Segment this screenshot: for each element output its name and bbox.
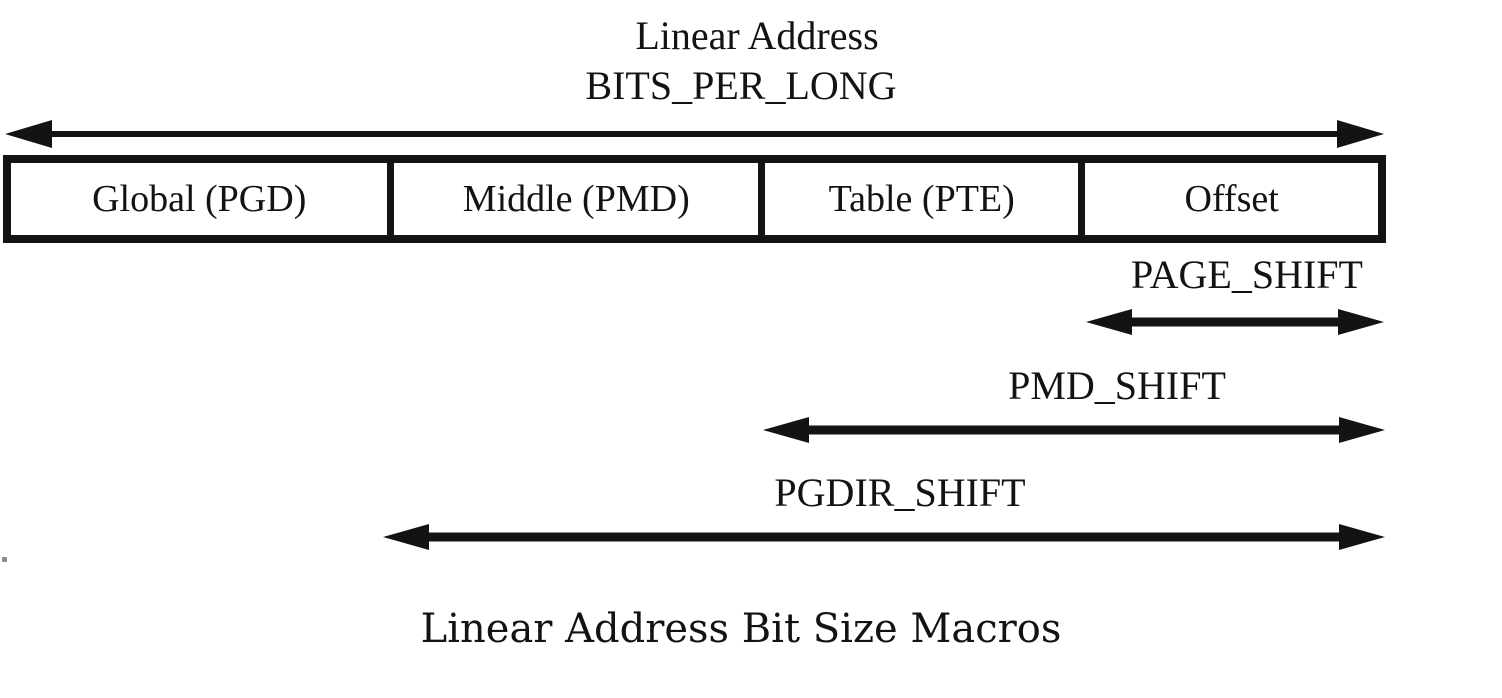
page-shift-arrow <box>1086 309 1384 335</box>
figure-caption: Linear Address Bit Size Macros <box>420 606 1062 652</box>
bits-per-long-label: BITS_PER_LONG <box>585 63 897 108</box>
bits-per-long-arrow <box>5 120 1384 148</box>
field-offset: Offset <box>1078 163 1378 235</box>
page-shift-label: PAGE_SHIFT <box>1131 252 1363 297</box>
linear-address-box: Global (PGD) Middle (PMD) Table (PTE) Of… <box>3 155 1386 243</box>
pmd-shift-label: PMD_SHIFT <box>1008 363 1226 408</box>
field-global-pgd: Global (PGD) <box>92 178 307 220</box>
linear-address-title: Linear Address <box>635 13 879 58</box>
pgdir-shift-arrow <box>383 524 1385 550</box>
pmd-shift-arrow <box>763 417 1385 443</box>
field-middle-pmd: Middle (PMD) <box>387 163 758 235</box>
field-table-pte: Table (PTE) <box>758 163 1078 235</box>
artifact-dot <box>2 557 7 562</box>
pgdir-shift-label: PGDIR_SHIFT <box>774 470 1026 515</box>
